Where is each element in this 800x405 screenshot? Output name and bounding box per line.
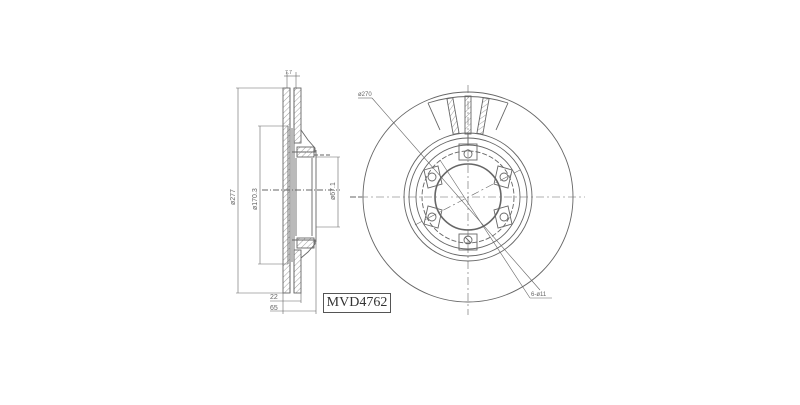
part-number-label: MVD4762 [323, 293, 391, 313]
dim-center-bore: ø67.1 [330, 182, 337, 200]
front-view-labels: ø270 6-ø11 [358, 92, 547, 298]
dim-friction-diameter: ø270 [358, 92, 372, 98]
dim-min-thickness: 7.7 [285, 70, 292, 76]
side-view [236, 72, 362, 314]
side-view-labels: ø277 ø170.3 ø67.1 22 65 7.7 [230, 70, 337, 312]
dim-hat-diameter: ø170.3 [252, 188, 259, 210]
dim-bolt-holes: 6-ø11 [531, 292, 547, 298]
dim-total-height: 65 [270, 305, 278, 312]
dim-outer-diameter: ø277 [230, 189, 237, 205]
leader-bolt-holes [439, 159, 531, 299]
front-view [358, 85, 585, 315]
dim-thickness: 22 [270, 294, 278, 301]
leader-friction-diameter [371, 97, 541, 291]
